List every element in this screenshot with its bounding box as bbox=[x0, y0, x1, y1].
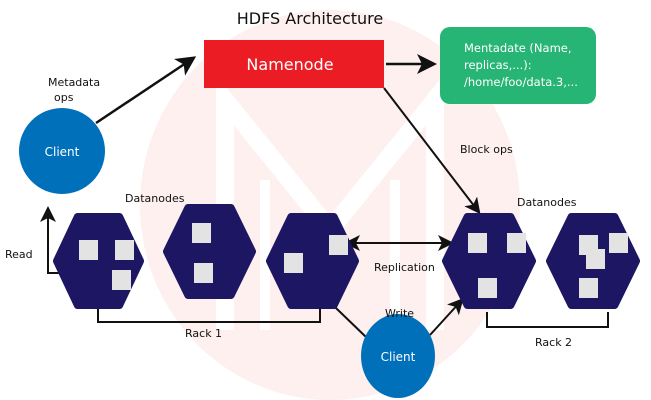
datanodes-left-label: Datanodes bbox=[125, 192, 185, 205]
data-block bbox=[192, 223, 211, 243]
data-block bbox=[329, 235, 348, 255]
diagram-title: HDFS Architecture bbox=[237, 9, 383, 28]
metadata-line-3: /home/foo/data.3,... bbox=[464, 75, 578, 89]
data-block bbox=[478, 278, 497, 298]
datanodes-right-label: Datanodes bbox=[517, 196, 577, 209]
data-block bbox=[507, 233, 526, 253]
client-bottom bbox=[361, 314, 435, 398]
metadata-ops-label-2: ops bbox=[54, 91, 74, 104]
metadata-line-2: replicas,...): bbox=[464, 58, 532, 72]
metadata-ops-label: Metadata bbox=[48, 76, 100, 89]
client-top bbox=[19, 108, 105, 194]
arrow-namenode-to-datanode bbox=[383, 87, 481, 215]
data-block bbox=[112, 270, 131, 290]
rack2-bracket bbox=[486, 312, 609, 328]
data-block bbox=[284, 253, 303, 273]
data-block bbox=[586, 249, 605, 269]
rack1-label: Rack 1 bbox=[185, 327, 222, 340]
data-block bbox=[194, 263, 213, 283]
datanode-3 bbox=[266, 213, 359, 309]
rack1-bracket bbox=[97, 305, 321, 323]
write-label: Write bbox=[385, 307, 414, 320]
arrow-read bbox=[40, 206, 60, 274]
replication-label: Replication bbox=[374, 261, 435, 274]
data-block bbox=[579, 278, 598, 298]
datanode-1 bbox=[53, 213, 144, 309]
data-block bbox=[468, 233, 487, 253]
datanode-2 bbox=[163, 204, 256, 299]
arrow-write-rack2 bbox=[429, 298, 464, 336]
block-ops-label: Block ops bbox=[460, 143, 513, 156]
namenode-box bbox=[204, 40, 384, 88]
data-block bbox=[609, 233, 628, 253]
client-bottom-label: Client bbox=[381, 350, 416, 364]
client-top-label: Client bbox=[45, 145, 80, 159]
read-label: Read bbox=[5, 248, 33, 261]
namenode-label: Namenode bbox=[246, 55, 333, 74]
datanodes bbox=[53, 204, 640, 309]
data-block bbox=[115, 240, 134, 260]
arrow-client-to-namenode bbox=[95, 56, 197, 125]
metadata-box bbox=[440, 27, 596, 104]
rack2-label: Rack 2 bbox=[535, 336, 572, 349]
metadata-line-1: Mentadate (Name, bbox=[464, 41, 572, 55]
data-block bbox=[79, 240, 98, 260]
